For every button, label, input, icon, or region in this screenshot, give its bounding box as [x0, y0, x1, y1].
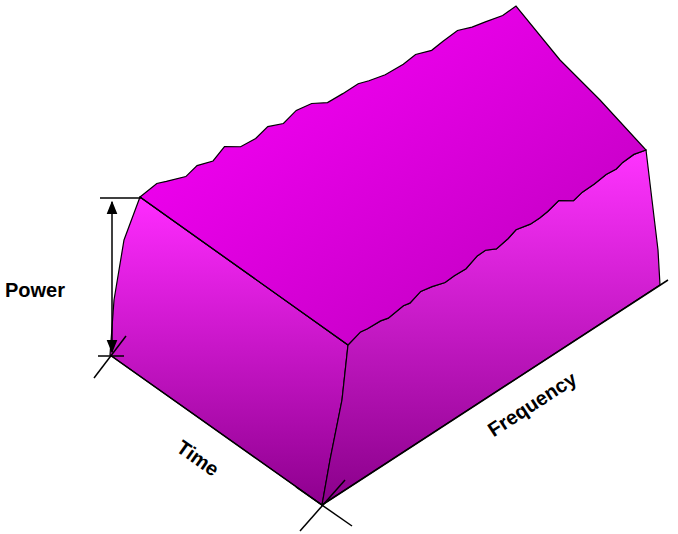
- axis-label: Power: [5, 279, 65, 301]
- axis-label: Time: [173, 436, 224, 481]
- box-top-face: [140, 6, 646, 345]
- box-edge: [140, 197, 348, 345]
